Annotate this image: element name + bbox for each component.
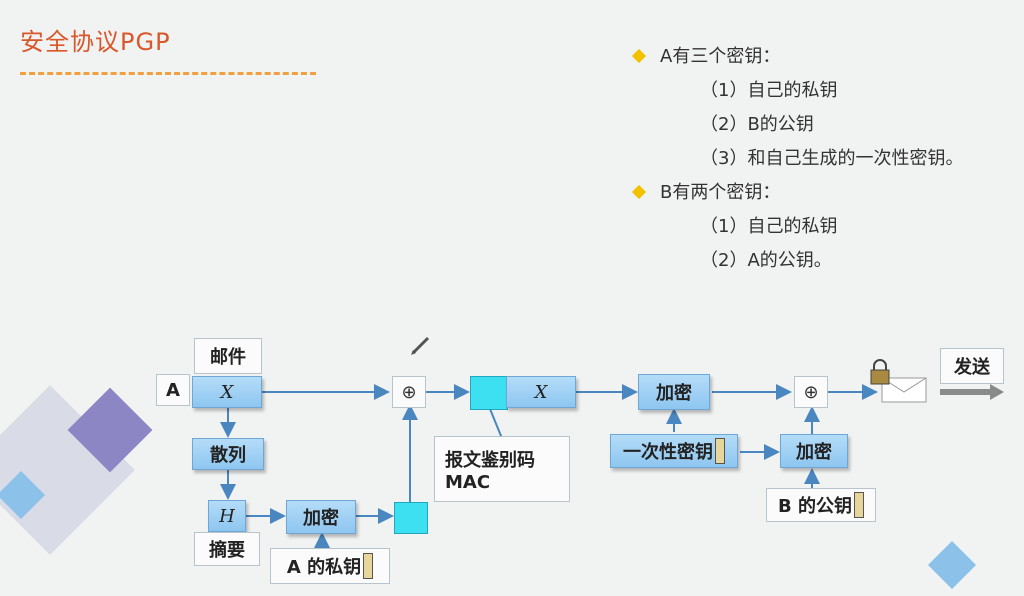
bullet-a-item: （1）自己的私钥: [700, 80, 838, 101]
xor-symbol-1: ⊕: [392, 376, 426, 408]
xor-symbol-2: ⊕: [794, 376, 828, 408]
send-label: 发送: [940, 348, 1004, 384]
key-list: A有三个密钥： （1）自己的私钥 （2）B的公钥 （3）和自己生成的一次性密钥。…: [630, 40, 963, 278]
lock-envelope-group: [870, 359, 927, 403]
combined-x-box: X: [506, 376, 576, 408]
mac-callout-title: 报文鉴别码: [445, 449, 535, 471]
mail-label: 邮件: [194, 338, 262, 374]
digest-label: 摘要: [194, 532, 260, 566]
bullet-b: B有两个密钥：: [630, 176, 963, 210]
bullet-b-item: （2）A的公钥。: [700, 250, 832, 271]
combined-mac-part: [470, 376, 508, 410]
b-public-key-label: B 的公钥: [778, 496, 852, 517]
hash-box: 散列: [192, 438, 264, 470]
message-x-box: X: [192, 376, 262, 408]
a-private-key-label: A 的私钥: [286, 557, 362, 578]
bullet-a-item: （3）和自己生成的一次性密钥。: [700, 148, 964, 169]
encrypt-box-3: 加密: [780, 434, 848, 468]
mac-square: [394, 502, 428, 534]
title-underline: [20, 72, 316, 75]
bullet-b-item: （1）自己的私钥: [700, 216, 838, 237]
b-public-key-box: B 的公钥: [766, 488, 876, 522]
bullet-a: A有三个密钥：: [630, 40, 963, 74]
key-icon: [854, 492, 864, 518]
onetime-key-label: 一次性密钥: [623, 442, 713, 463]
send-arrow-head: [990, 384, 1004, 400]
lock-icon: [870, 359, 890, 385]
a-private-key-box: A 的私钥: [270, 548, 390, 584]
pen-icon: [411, 336, 430, 355]
mac-callout: 报文鉴别码 MAC: [434, 436, 570, 502]
onetime-key-box: 一次性密钥: [610, 434, 738, 468]
key-icon: [715, 438, 725, 464]
bullet-a-item: （2）B的公钥: [700, 114, 814, 135]
bullet-b-head: B有两个密钥：: [660, 182, 781, 203]
page-title: 安全协议PGP: [20, 28, 171, 56]
mac-callout-abbr: MAC: [445, 471, 491, 493]
bullet-a-head: A有三个密钥：: [660, 46, 781, 67]
encrypt-box-1: 加密: [286, 500, 356, 534]
digest-h-box: H: [208, 500, 246, 532]
key-icon: [363, 553, 374, 579]
encrypt-box-2: 加密: [638, 374, 710, 410]
sender-a-label: A: [156, 374, 190, 406]
